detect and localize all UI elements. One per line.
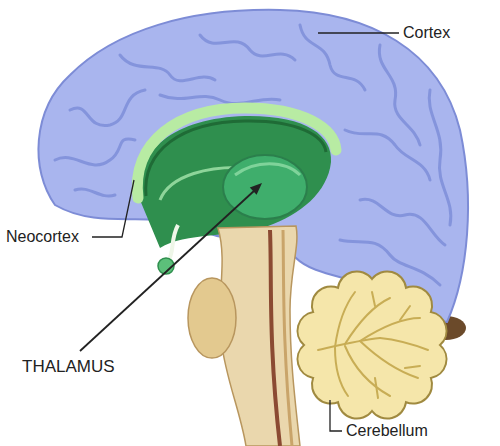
branch <box>360 318 420 341</box>
gyrus <box>75 189 115 196</box>
gyrus <box>160 95 280 104</box>
branch <box>380 338 428 350</box>
arbor-vitae <box>318 292 428 398</box>
leader-line <box>330 400 342 431</box>
brainstem-stripe <box>283 230 292 446</box>
part-label: Cortex <box>403 23 450 43</box>
gyrus <box>200 35 295 60</box>
arrowhead <box>250 183 262 195</box>
branch <box>335 348 348 396</box>
twigs <box>372 292 420 398</box>
pons <box>188 278 236 358</box>
part-label: Neocortex <box>6 227 79 247</box>
gyrus <box>360 199 445 245</box>
gyrus <box>300 25 365 90</box>
part-label: Cerebellum <box>346 421 428 441</box>
branch <box>345 346 390 396</box>
stalk <box>168 225 178 262</box>
gyrus <box>345 130 430 180</box>
gyrus <box>70 90 145 126</box>
leader-arrow <box>80 190 255 351</box>
part-label: THALAMUS <box>22 357 115 377</box>
thalamus-highlight <box>235 164 300 175</box>
branch <box>360 341 418 378</box>
leader-lines <box>80 33 399 431</box>
gyrus <box>429 90 451 225</box>
leader-line <box>318 32 399 33</box>
gyrus <box>55 139 135 165</box>
branch <box>318 338 380 350</box>
thalamus <box>223 155 307 219</box>
branch <box>335 292 355 347</box>
leader-line <box>92 180 134 237</box>
cerebellum <box>298 271 447 418</box>
gyrus <box>379 45 420 145</box>
brainstem-stripe <box>270 230 280 446</box>
gyrus <box>120 55 215 81</box>
